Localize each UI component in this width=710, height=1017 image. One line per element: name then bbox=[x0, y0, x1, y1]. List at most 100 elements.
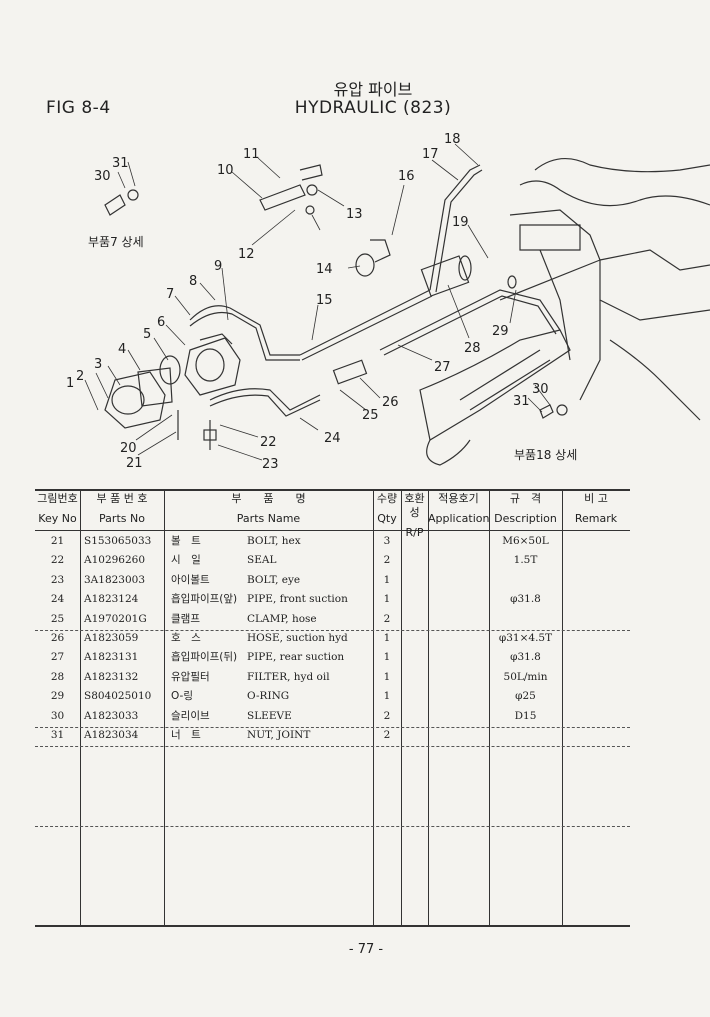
key-number: 22 bbox=[50, 554, 65, 567]
quantity: 1 bbox=[383, 670, 391, 683]
key-number: 25 bbox=[50, 612, 65, 625]
column-header-korean: 비 고 bbox=[584, 492, 608, 505]
column-header-english: Parts No bbox=[99, 512, 145, 525]
page-title-korean: 유압 파이브 bbox=[333, 80, 413, 99]
part-name-korean: 클램프 bbox=[171, 612, 200, 625]
column-divider bbox=[80, 489, 81, 925]
callout-12: 12 bbox=[238, 247, 255, 262]
callout-24: 24 bbox=[324, 431, 341, 446]
callout-1: 1 bbox=[66, 376, 74, 391]
callout-labels: 1 2 3 4 5 6 7 8 9 10 11 12 13 14 15 16 1… bbox=[66, 132, 577, 472]
quantity: 2 bbox=[383, 612, 391, 625]
column-divider bbox=[428, 489, 429, 925]
description: φ25 bbox=[515, 690, 536, 703]
column-divider bbox=[489, 489, 490, 925]
column-header: 부 품 명 Parts Name bbox=[164, 492, 373, 526]
callout-5: 5 bbox=[143, 327, 151, 342]
part-name-english: FILTER, hyd oil bbox=[247, 670, 330, 683]
callout-11: 11 bbox=[243, 147, 260, 162]
part-name-korean: 유압필터 bbox=[171, 670, 210, 683]
part-name-korean: 호 스 bbox=[171, 632, 201, 644]
row-group-divider bbox=[35, 630, 630, 631]
column-header-english: Application bbox=[428, 512, 490, 525]
part-name-english: NUT, JOINT bbox=[247, 729, 311, 741]
part-name-korean: 흡입파이프(앞) bbox=[171, 593, 238, 606]
quantity: 2 bbox=[383, 709, 391, 722]
parts-number: S804025010 bbox=[84, 690, 152, 703]
callout-27: 27 bbox=[434, 360, 451, 375]
table-bottom-rule bbox=[35, 925, 630, 927]
parts-number: A1823132 bbox=[84, 670, 139, 683]
key-number: 24 bbox=[50, 593, 65, 606]
description: φ31.8 bbox=[510, 593, 541, 606]
column-divider bbox=[164, 489, 165, 925]
callout-28: 28 bbox=[464, 341, 481, 356]
callout-8: 8 bbox=[189, 274, 197, 289]
callout-4: 4 bbox=[118, 342, 126, 357]
callout-17: 17 bbox=[422, 147, 439, 162]
key-number: 31 bbox=[50, 729, 65, 741]
key-number: 27 bbox=[50, 651, 65, 664]
callout-13: 13 bbox=[346, 207, 363, 222]
callout-19: 19 bbox=[452, 215, 469, 230]
part-name-korean: 슬리이브 bbox=[171, 709, 210, 722]
callout-30: 30 bbox=[94, 169, 111, 184]
column-header-korean: 적용호기 bbox=[438, 492, 479, 505]
column-divider bbox=[401, 489, 402, 925]
part-name-english: SEAL bbox=[247, 554, 277, 567]
inset-b-callout-30: 30 bbox=[532, 382, 549, 397]
quantity: 1 bbox=[383, 632, 391, 644]
key-number: 30 bbox=[50, 709, 65, 722]
quantity: 3 bbox=[383, 535, 391, 547]
part-name-korean: 볼 트 bbox=[171, 535, 201, 547]
description: D15 bbox=[514, 709, 537, 722]
part-name-english: SLEEVE bbox=[247, 709, 292, 722]
parts-number: 3A1823003 bbox=[84, 573, 146, 586]
key-number: 29 bbox=[50, 690, 65, 703]
part-name-english: HOSE, suction hyd bbox=[247, 632, 348, 644]
column-divider bbox=[562, 489, 563, 925]
column-header-korean: 부 품 명 bbox=[231, 492, 306, 505]
table-header-rule bbox=[35, 530, 630, 531]
column-header-korean: 호환성 bbox=[404, 492, 425, 519]
callout-18: 18 bbox=[444, 132, 461, 147]
quantity: 1 bbox=[383, 651, 391, 664]
column-header: 비 고 Remark bbox=[562, 492, 630, 526]
callout-2: 2 bbox=[76, 369, 84, 384]
description: φ31×4.5T bbox=[498, 632, 553, 644]
part-name-english: BOLT, hex bbox=[247, 535, 301, 547]
parts-number: A1823033 bbox=[84, 709, 139, 722]
inset-a-label: 부품7 상세 bbox=[88, 235, 144, 249]
callout-26: 26 bbox=[382, 395, 399, 410]
parts-number: S153065033 bbox=[84, 535, 152, 547]
parts-number: A1823131 bbox=[84, 651, 139, 664]
quantity: 2 bbox=[383, 554, 391, 567]
parts-number: A10296260 bbox=[84, 554, 146, 567]
quantity: 1 bbox=[383, 573, 391, 586]
figure-label: FIG 8-4 bbox=[46, 98, 111, 118]
callout-20: 20 bbox=[120, 441, 137, 456]
column-header-english: Remark bbox=[574, 512, 618, 525]
part-name-korean: 시 일 bbox=[171, 554, 201, 567]
leader-lines bbox=[84, 143, 551, 461]
column-header-english: Qty bbox=[377, 512, 397, 525]
quantity: 2 bbox=[383, 729, 391, 741]
row-group-divider bbox=[35, 746, 630, 748]
column-header-english: Parts Name bbox=[236, 512, 301, 525]
column-divider bbox=[373, 489, 374, 925]
callout-6: 6 bbox=[157, 315, 165, 330]
quantity: 1 bbox=[383, 593, 391, 606]
part-name-english: CLAMP, hose bbox=[247, 612, 317, 625]
description: 1.5T bbox=[513, 554, 538, 567]
column-header-korean: 규 격 bbox=[509, 492, 542, 505]
table-row: 30 A1823033 슬리이브 SLEEVE 2 D15 bbox=[35, 707, 630, 726]
description: 50L/min bbox=[503, 670, 548, 683]
